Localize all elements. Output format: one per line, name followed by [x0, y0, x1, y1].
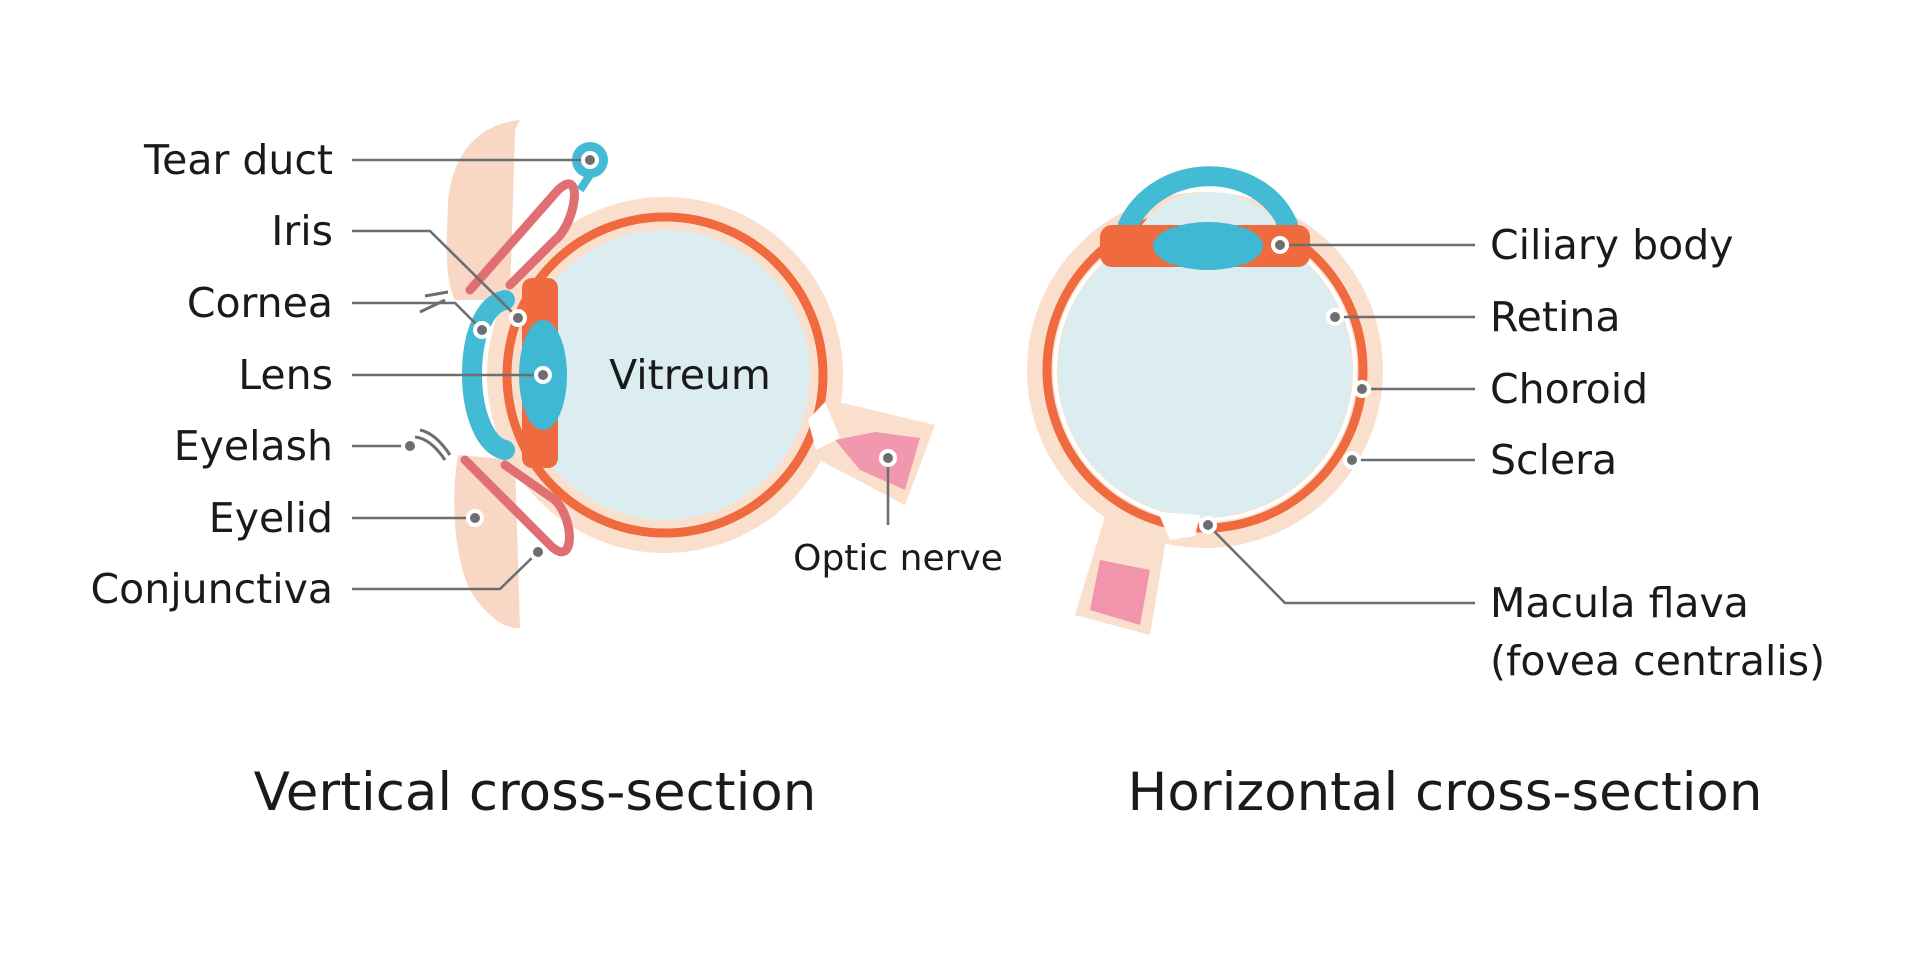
label-eyelash: Eyelash	[174, 422, 333, 470]
horizontal-eye-illustration	[1027, 166, 1383, 635]
upper-conjunctiva	[465, 179, 579, 295]
vertical-labels: Tear duct Iris Cornea Lens Eyelash Eyeli…	[91, 136, 1003, 823]
label-vitreum: Vitreum	[609, 351, 771, 399]
optic-nerve-core	[835, 432, 920, 490]
horizontal-cornea	[1118, 166, 1298, 235]
leader-macula	[1207, 524, 1475, 605]
label-optic-nerve: Optic nerve	[793, 538, 1003, 579]
macula-gap	[1158, 512, 1200, 540]
label-macula-line2: (fovea centralis)	[1490, 637, 1825, 685]
caption-vertical: Vertical cross-section	[254, 762, 817, 823]
label-choroid: Choroid	[1490, 365, 1648, 413]
pointer-iris	[509, 309, 527, 327]
pointer-choroid	[1353, 380, 1371, 398]
label-sclera: Sclera	[1490, 436, 1617, 484]
lower-eyelash	[414, 428, 452, 461]
pointer-lens	[534, 366, 552, 384]
optic-disc	[808, 402, 840, 450]
leader-cornea	[352, 301, 483, 331]
pointer-ciliary-body	[1271, 236, 1289, 254]
pointer-retina	[1326, 308, 1344, 326]
label-retina: Retina	[1490, 293, 1620, 341]
label-conjunctiva: Conjunctiva	[91, 565, 333, 613]
label-iris: Iris	[271, 207, 333, 255]
pointer-tear-duct	[581, 151, 599, 169]
pointer-conjunctiva	[529, 543, 547, 561]
caption-horizontal: Horizontal cross-section	[1128, 762, 1763, 823]
label-eyelid: Eyelid	[209, 494, 333, 542]
label-lens: Lens	[238, 351, 333, 399]
leader-conjunctiva	[352, 551, 539, 591]
pointer-eyelid	[466, 509, 484, 527]
vertical-vitreous-body	[520, 230, 810, 520]
pointer-cornea	[473, 321, 491, 339]
pointer-macula	[1199, 516, 1217, 534]
label-macula-line1: Macula flava	[1490, 579, 1749, 627]
horizontal-leaders	[1199, 236, 1475, 605]
tear-duct-stem	[576, 172, 594, 193]
horizontal-anterior-chamber	[1140, 192, 1278, 228]
horizontal-vitreous-body	[1058, 223, 1352, 517]
horizontal-optic-nerve-core	[1090, 560, 1150, 625]
horizontal-lens	[1153, 222, 1263, 270]
pointer-eyelash	[401, 437, 419, 455]
pointer-sclera	[1343, 451, 1361, 469]
vertical-leaders	[352, 151, 897, 591]
horizontal-labels: Ciliary body Retina Choroid Sclera Macul…	[1128, 221, 1826, 823]
lower-conjunctiva	[460, 455, 574, 557]
label-cornea: Cornea	[187, 279, 333, 327]
label-ciliary-body: Ciliary body	[1490, 221, 1733, 269]
pointer-optic-nerve	[879, 449, 897, 467]
leader-iris	[352, 229, 519, 319]
label-tear-duct: Tear duct	[143, 136, 333, 184]
